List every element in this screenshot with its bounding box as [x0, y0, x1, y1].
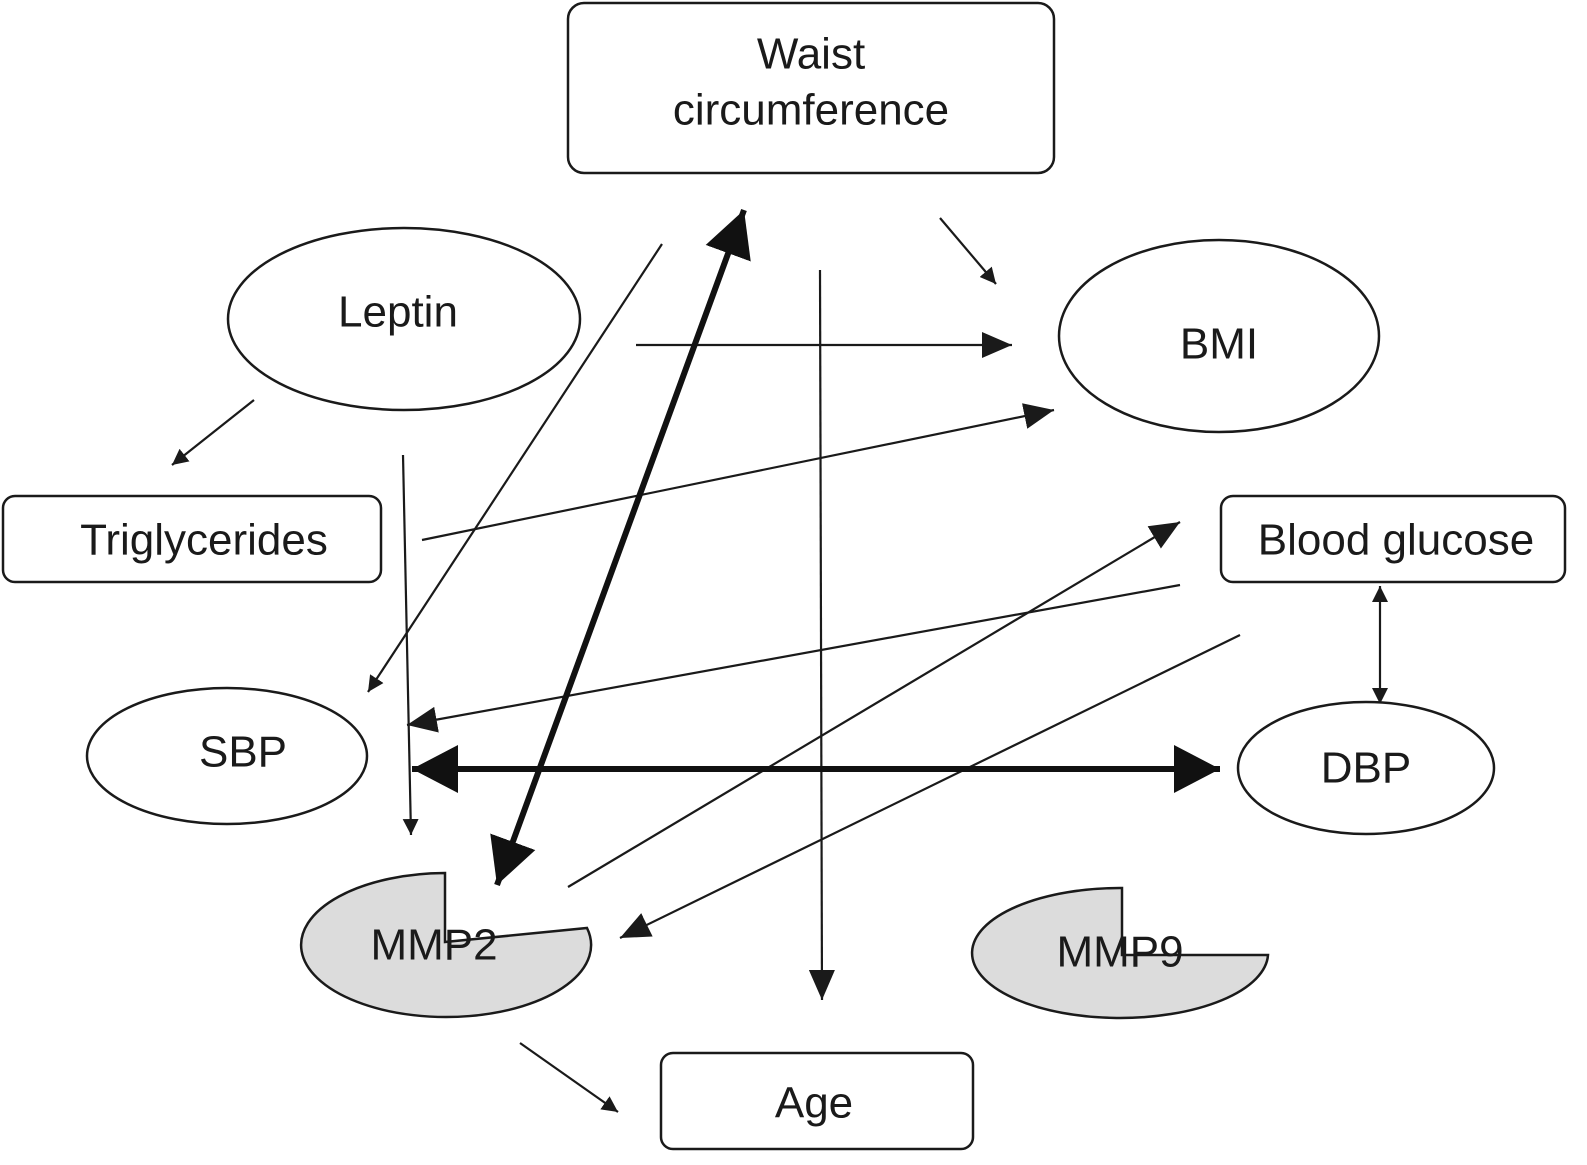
node-bmi: BMI	[1057, 238, 1381, 434]
mmp2-label: MMP2	[370, 921, 497, 970]
mmp9-pacman-shape	[970, 886, 1270, 1020]
blood-glucose-label: Blood glucose	[1258, 516, 1534, 565]
node-waist-circumference: Waist circumference	[566, 1, 1056, 175]
leptin-label: Leptin	[338, 288, 458, 337]
waist-label-line2: circumference	[673, 86, 949, 135]
arrow-leptin-to-triglycerides	[171, 399, 255, 466]
node-blood-glucose: Blood glucose	[1219, 494, 1567, 584]
mmp9-label: MMP9	[1056, 928, 1183, 977]
dbp-label: DBP	[1321, 744, 1411, 793]
node-mmp2: MMP2	[299, 871, 593, 1019]
arrow-waist-to-bmi	[939, 217, 997, 285]
arrows	[171, 208, 1388, 1113]
arrow-bloodglucose-to-mmp2	[619, 634, 1241, 939]
sbp-label: SBP	[199, 728, 287, 777]
node-leptin: Leptin	[226, 226, 582, 412]
node-age: Age	[659, 1051, 975, 1151]
arrow-mmp2-to-age	[519, 1042, 619, 1113]
bmi-label: BMI	[1180, 320, 1258, 369]
arrow-bloodglucose-to-sbp	[406, 583, 1181, 733]
arrow-triglycerides-to-bmi	[421, 403, 1055, 542]
arrow-leptin-to-mmp2	[401, 454, 419, 836]
node-sbp: SBP	[85, 686, 369, 826]
mmp2-pacman-shape	[299, 871, 593, 1019]
node-dbp: DBP	[1236, 700, 1496, 836]
arrow-mmp2-to-bloodglucose	[567, 521, 1181, 888]
node-mmp9: MMP9	[970, 886, 1270, 1020]
arrow-waist-to-age	[808, 269, 835, 1001]
node-triglycerides: Triglycerides	[1, 494, 383, 584]
waist-label-line1: Waist	[757, 30, 865, 79]
age-label: Age	[775, 1079, 853, 1128]
triglycerides-label: Triglycerides	[80, 516, 328, 565]
